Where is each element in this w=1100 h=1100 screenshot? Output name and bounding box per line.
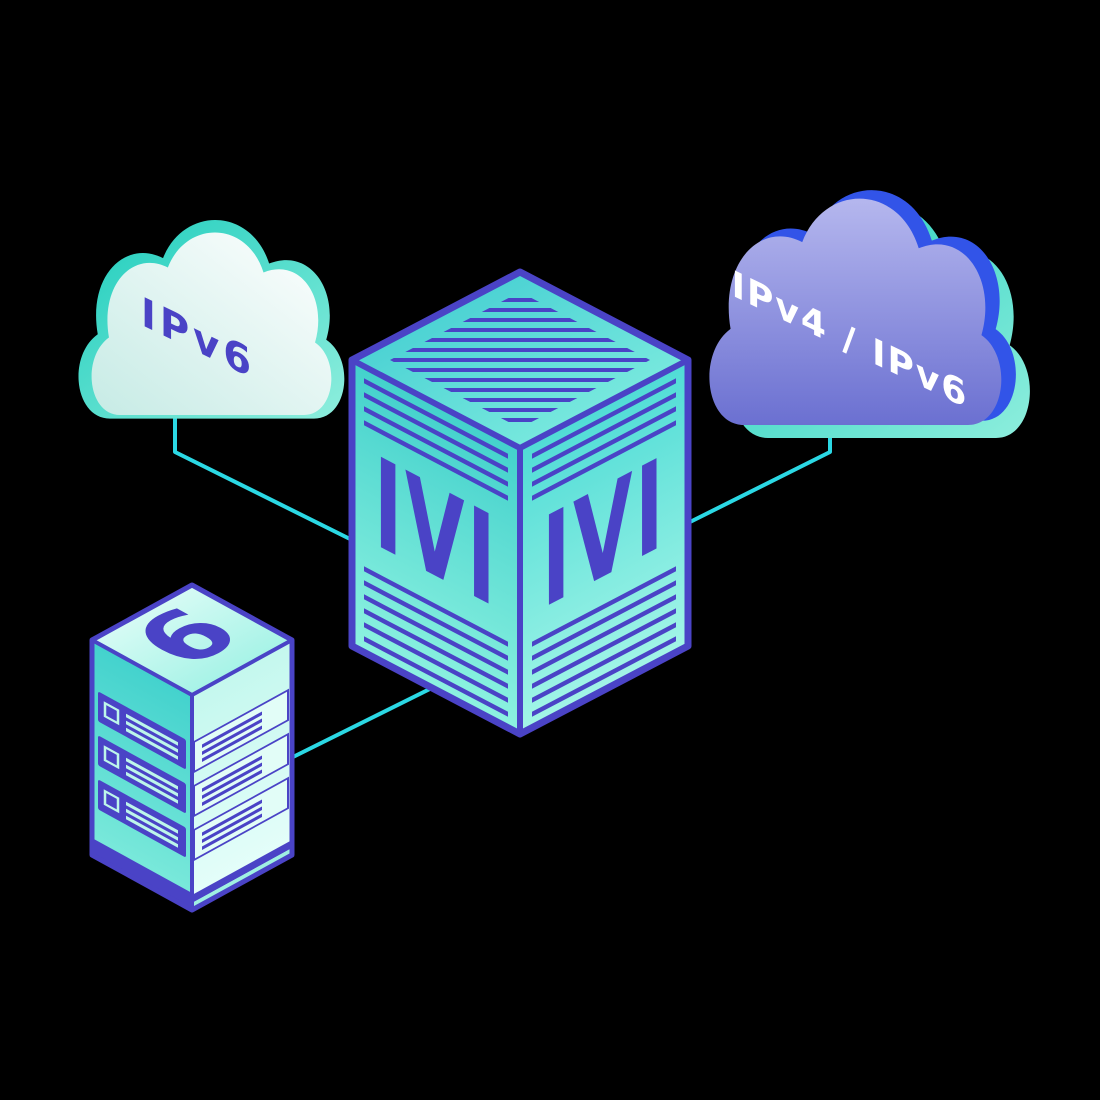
- cube-right-face: IVI: [520, 360, 688, 734]
- server-outline: [89, 582, 295, 913]
- server-right-face: [192, 639, 292, 910]
- cube-outline: [348, 268, 692, 738]
- cube-top-stripes: [390, 298, 650, 422]
- ipv6-server: 6: [89, 582, 295, 913]
- cube-inner-edges: [350, 357, 690, 734]
- ipv6-cloud: IPv6: [78, 220, 345, 419]
- ipv4-ipv6-cloud: IPv4 / IPv6: [709, 190, 1030, 439]
- server-left-face: [92, 640, 192, 911]
- ivi-translator-cube: IVI IVI: [348, 268, 692, 738]
- server-inner-edges: [91, 638, 293, 910]
- cube-left-face: IVI: [352, 360, 520, 734]
